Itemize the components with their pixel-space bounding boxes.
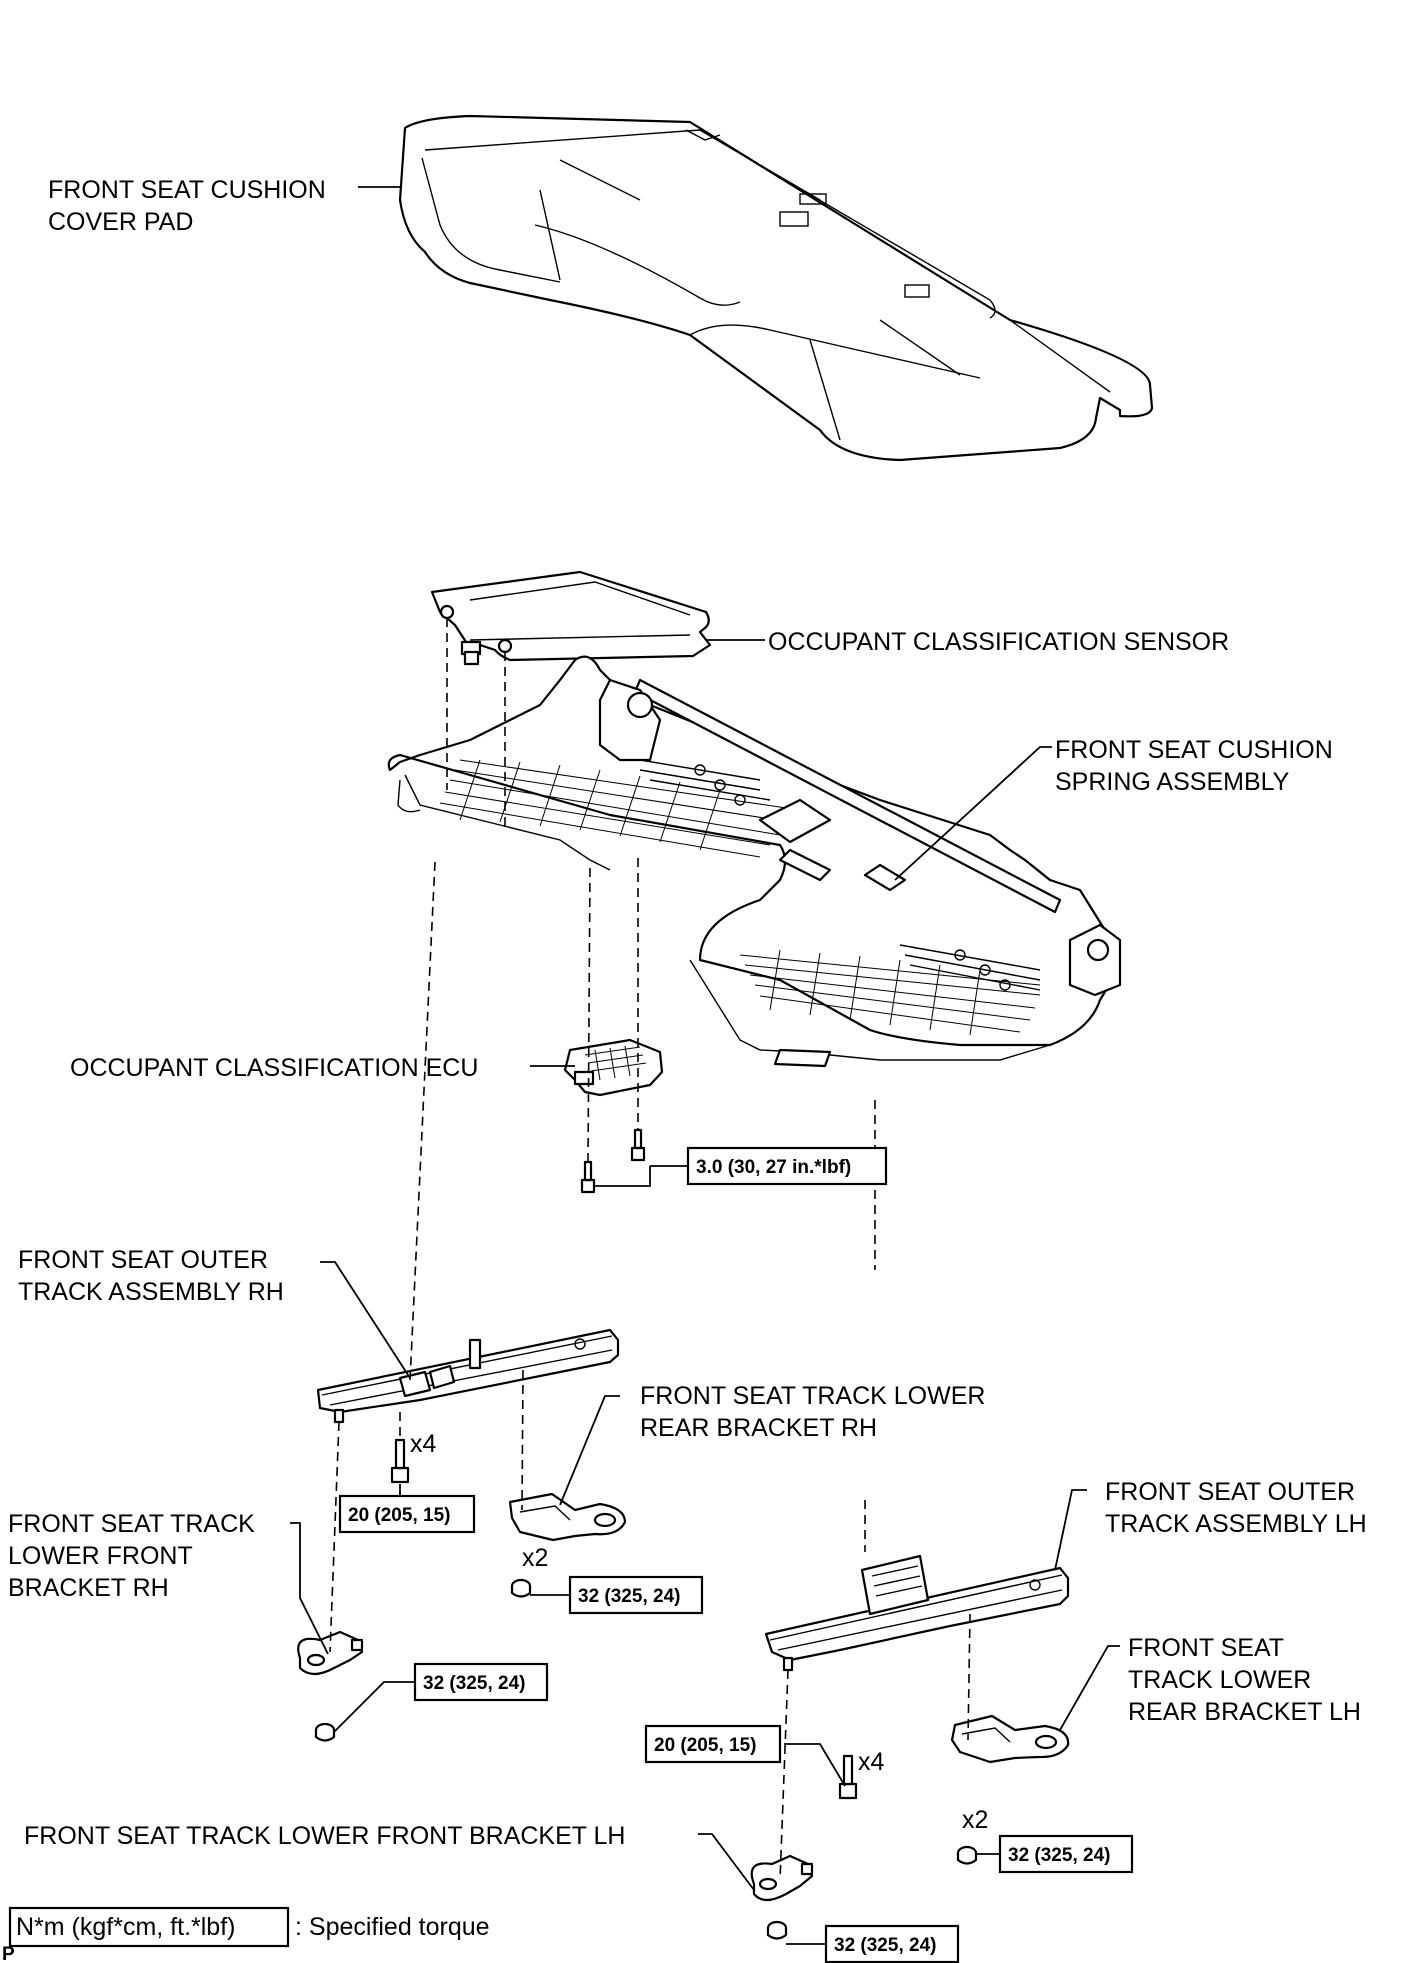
lh-rear-nut-illustration: [956, 1845, 978, 1865]
torque-rh-track-bolt: 20 (205, 15): [348, 1505, 450, 1526]
torque-specs: 3.0 (30, 27 in.*lbf) 20 (205, 15) 32 (32…: [338, 1146, 1134, 1963]
cushion-cover-pad-illustration: [398, 114, 1154, 462]
label-occupant-sensor: OCCUPANT CLASSIFICATION SENSOR: [768, 628, 1229, 656]
torque-rh-front-nut: 32 (325, 24): [423, 1673, 525, 1694]
torque-rh-rear-nut: 32 (325, 24): [578, 1586, 680, 1607]
torque-box-rh-rear-nut: [568, 1575, 704, 1615]
rear-bracket-rh-illustration: [508, 1492, 627, 1542]
label-outer-track-rh-2: TRACK ASSEMBLY RH: [18, 1278, 284, 1306]
leader-lines: [290, 186, 1120, 1945]
qty-rh-bolts: x4: [410, 1430, 437, 1458]
label-outer-track-lh-2: TRACK ASSEMBLY LH: [1105, 1510, 1367, 1538]
torque-lh-rear-nut: 32 (325, 24): [1008, 1845, 1110, 1866]
label-spring-assembly-1: FRONT SEAT CUSHION: [1055, 736, 1333, 764]
outer-track-rh-illustration: [316, 1328, 620, 1424]
label-outer-track-rh-1: FRONT SEAT OUTER: [18, 1246, 268, 1274]
rear-bracket-lh-illustration: [950, 1714, 1070, 1764]
lh-front-nut-illustration: [766, 1920, 788, 1940]
label-rear-bracket-rh-2: REAR BRACKET RH: [640, 1414, 877, 1442]
torque-legend: N*m (kgf*cm, ft.*lbf) : Specified torque: [8, 1906, 490, 1948]
lh-track-bolt-illustration: [838, 1754, 858, 1800]
occupant-classification-sensor-illustration: [430, 570, 712, 666]
label-spring-assembly-2: SPRING ASSEMBLY: [1055, 768, 1290, 796]
label-rear-bracket-lh-2: TRACK LOWER: [1128, 1666, 1311, 1694]
label-front-bracket-rh-2: LOWER FRONT: [8, 1542, 193, 1570]
torque-box-rh-bolt: [338, 1494, 476, 1534]
cushion-spring-assembly-illustration: [387, 655, 1122, 1068]
label-occupant-ecu: OCCUPANT CLASSIFICATION ECU: [70, 1054, 478, 1082]
rh-front-nut-illustration: [314, 1722, 336, 1742]
legend-unit-text: N*m (kgf*cm, ft.*lbf): [16, 1913, 235, 1941]
legend-description: : Specified torque: [295, 1913, 490, 1941]
torque-box-lh-bolt: [644, 1724, 782, 1764]
label-rear-bracket-lh-1: FRONT SEAT: [1128, 1634, 1284, 1662]
qty-lh-nuts: x2: [962, 1806, 988, 1834]
qty-rh-nuts: x2: [522, 1544, 548, 1572]
torque-ecu-screw: 3.0 (30, 27 in.*lbf): [696, 1157, 851, 1178]
legend-unit-box: [8, 1906, 290, 1948]
torque-box-lh-front-nut: [824, 1924, 960, 1963]
label-front-bracket-rh-1: FRONT SEAT TRACK: [8, 1510, 255, 1538]
occupant-classification-ecu-illustration: [563, 1038, 664, 1097]
front-bracket-rh-illustration: [297, 1630, 364, 1676]
torque-box-lh-rear-nut: [998, 1834, 1134, 1874]
qty-lh-bolts: x4: [858, 1748, 885, 1776]
ecu-screws-illustration: [580, 1128, 646, 1194]
outer-track-lh-illustration: [764, 1554, 1070, 1672]
label-front-bracket-rh-3: BRACKET RH: [8, 1574, 169, 1602]
label-outer-track-lh-1: FRONT SEAT OUTER: [1105, 1478, 1355, 1506]
label-cushion-cover-pad-1: FRONT SEAT CUSHION: [48, 176, 326, 204]
label-cushion-cover-pad-2: COVER PAD: [48, 208, 193, 236]
rh-track-bolt-illustration: [390, 1438, 410, 1484]
torque-box-rh-front-nut: [413, 1662, 549, 1702]
label-front-bracket-lh: FRONT SEAT TRACK LOWER FRONT BRACKET LH: [24, 1822, 626, 1850]
corner-mark: P: [2, 1944, 15, 1963]
torque-lh-track-bolt: 20 (205, 15): [654, 1735, 756, 1756]
torque-lh-front-nut: 32 (325, 24): [834, 1935, 936, 1956]
label-rear-bracket-rh-1: FRONT SEAT TRACK LOWER: [640, 1382, 985, 1410]
label-rear-bracket-lh-3: REAR BRACKET LH: [1128, 1698, 1361, 1726]
quantity-marks: x4 x2 x4 x2: [410, 1430, 988, 1834]
alignment-lines: [329, 618, 971, 1881]
part-labels: FRONT SEAT CUSHION COVER PAD OCCUPANT CL…: [8, 176, 1367, 1850]
front-bracket-lh-illustration: [750, 1854, 814, 1902]
torque-box-ecu: [686, 1146, 888, 1186]
rh-rear-nut-illustration: [510, 1578, 532, 1598]
